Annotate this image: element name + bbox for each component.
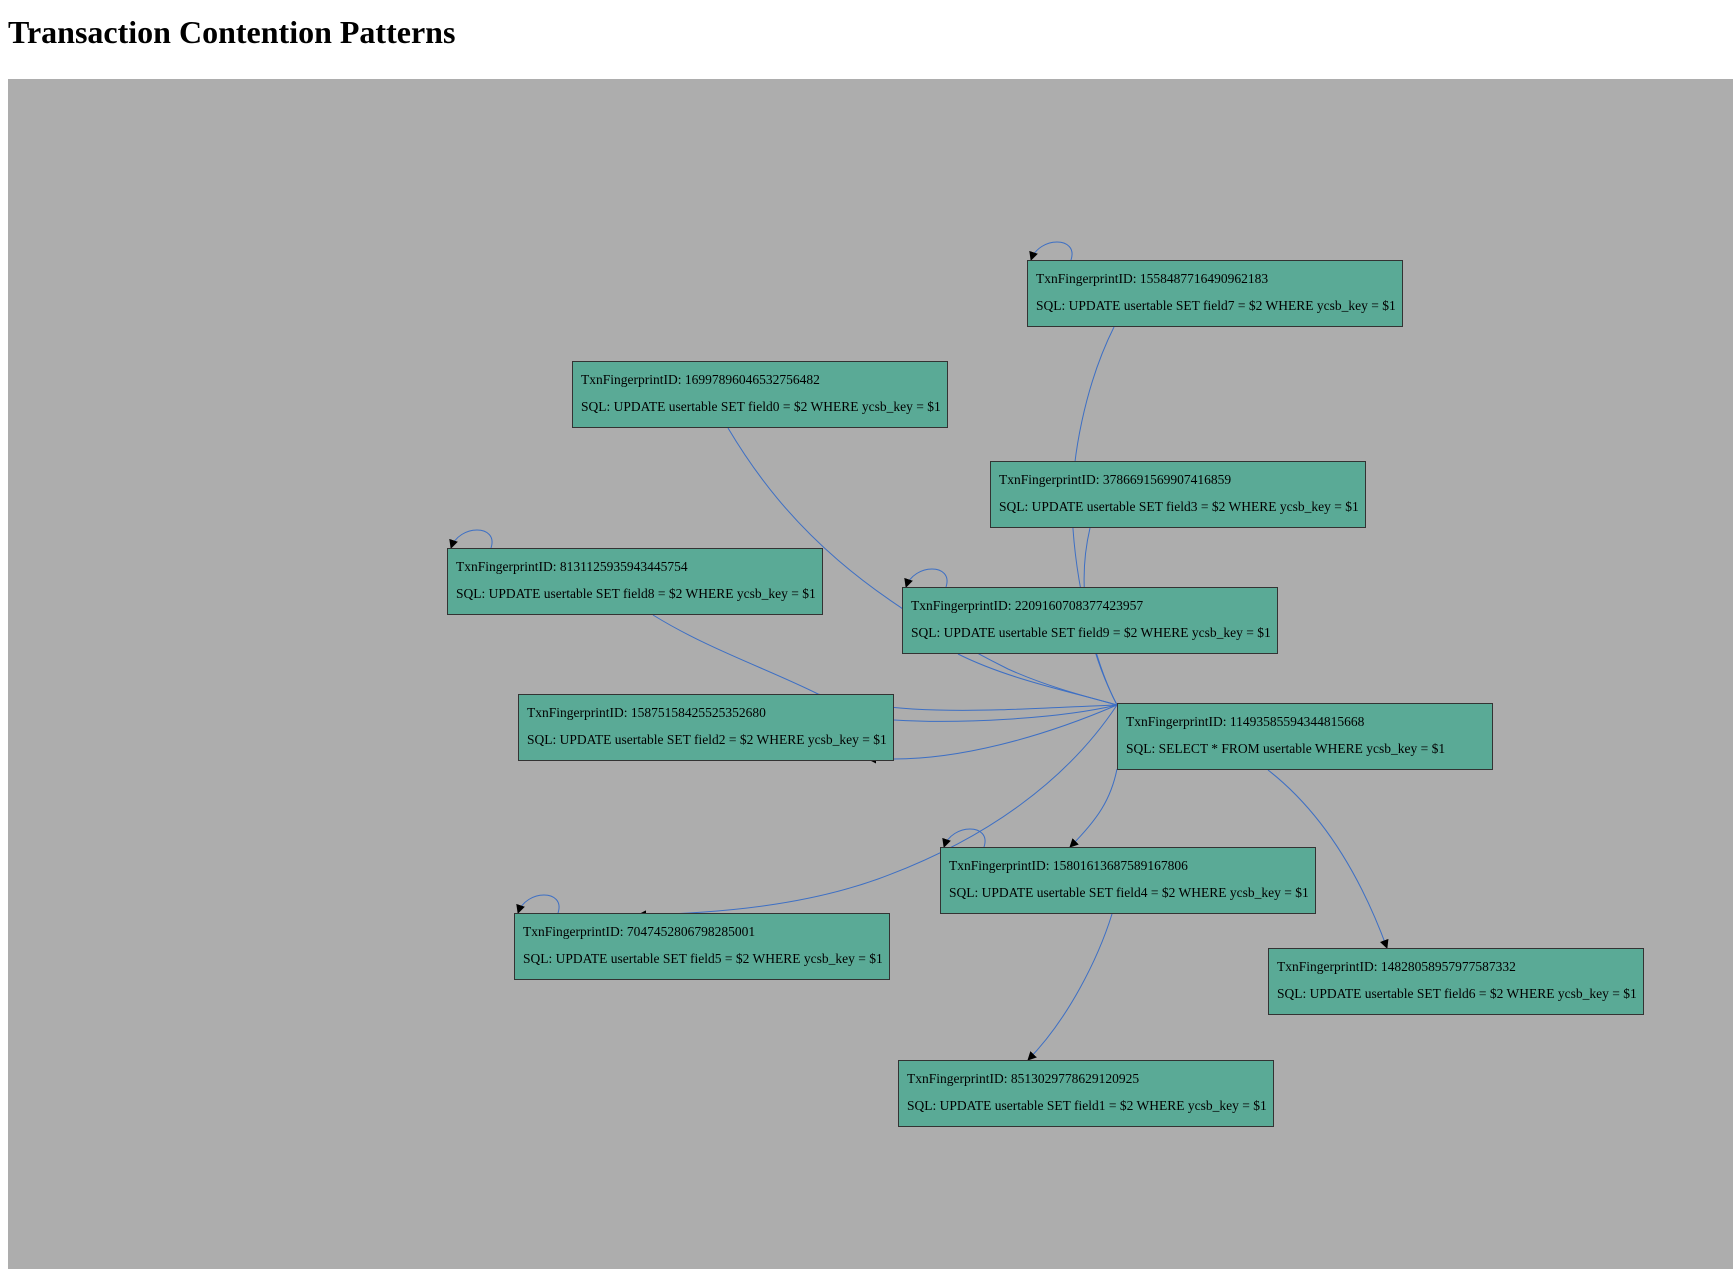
node-sql-label: SQL: UPDATE usertable SET field3 = $2 WH… bbox=[999, 499, 1359, 514]
node-sql-label: SQL: UPDATE usertable SET field0 = $2 WH… bbox=[581, 399, 941, 414]
edge-n9-to-ns bbox=[957, 653, 1118, 706]
edge-n4-to-n1 bbox=[1027, 913, 1113, 1061]
edge-ns-to-n6 bbox=[1267, 769, 1389, 949]
edge-n7-to-ns bbox=[1071, 326, 1118, 706]
node-sql-label: SQL: UPDATE usertable SET field9 = $2 WH… bbox=[911, 625, 1271, 640]
node-fingerprint-label: TxnFingerprintID: 3786691569907416859 bbox=[999, 472, 1232, 487]
node-sql-label: SQL: UPDATE usertable SET field5 = $2 WH… bbox=[523, 951, 883, 966]
node-sql-label: SQL: UPDATE usertable SET field4 = $2 WH… bbox=[949, 885, 1309, 900]
node-fingerprint-label: TxnFingerprintID: 15801613687589167806 bbox=[949, 858, 1188, 873]
node-fingerprint-label: TxnFingerprintID: 8513029778629120925 bbox=[907, 1071, 1140, 1086]
node-sql-label: SQL: UPDATE usertable SET field2 = $2 WH… bbox=[527, 732, 887, 747]
node-fingerprint-label: TxnFingerprintID: 2209160708377423957 bbox=[911, 598, 1144, 613]
node-fingerprint-label: TxnFingerprintID: 11493585594344815668 bbox=[1126, 714, 1365, 729]
self-loop-edge-n4 bbox=[942, 828, 986, 848]
node-fingerprint-label: TxnFingerprintID: 8131125935943445754 bbox=[456, 559, 688, 574]
node-fingerprint-label: TxnFingerprintID: 15875158425525352680 bbox=[527, 705, 766, 720]
node-fingerprint-label: TxnFingerprintID: 14828058957977587332 bbox=[1277, 959, 1516, 974]
self-loop-edge-n8 bbox=[449, 529, 493, 549]
node-fingerprint-label: TxnFingerprintID: 7047452806798285001 bbox=[523, 924, 756, 939]
edge-layer bbox=[449, 241, 1389, 1061]
edge-ns-to-n2 bbox=[867, 704, 1118, 764]
self-loop-edge-n5 bbox=[516, 894, 560, 914]
node-sql-label: SQL: UPDATE usertable SET field6 = $2 WH… bbox=[1277, 986, 1637, 1001]
node-fingerprint-label: TxnFingerprintID: 16997896046532756482 bbox=[581, 372, 820, 387]
node-sql-label: SQL: UPDATE usertable SET field8 = $2 WH… bbox=[456, 586, 816, 601]
node-sql-label: SQL: UPDATE usertable SET field7 = $2 WH… bbox=[1036, 298, 1396, 313]
edge-ns-to-n4 bbox=[1069, 768, 1118, 848]
node-sql-label: SQL: SELECT * FROM usertable WHERE ycsb_… bbox=[1126, 741, 1446, 756]
page-title: Transaction Contention Patterns bbox=[8, 14, 456, 50]
edge-ns-to-n5 bbox=[637, 704, 1118, 920]
self-loop-edge-n7 bbox=[1029, 241, 1073, 261]
node-sql-label: SQL: UPDATE usertable SET field1 = $2 WH… bbox=[907, 1098, 1267, 1113]
self-loop-edge-n9 bbox=[904, 568, 948, 588]
node-fingerprint-label: TxnFingerprintID: 1558487716490962183 bbox=[1036, 271, 1269, 286]
edge-n2-to-ns bbox=[893, 704, 1118, 722]
